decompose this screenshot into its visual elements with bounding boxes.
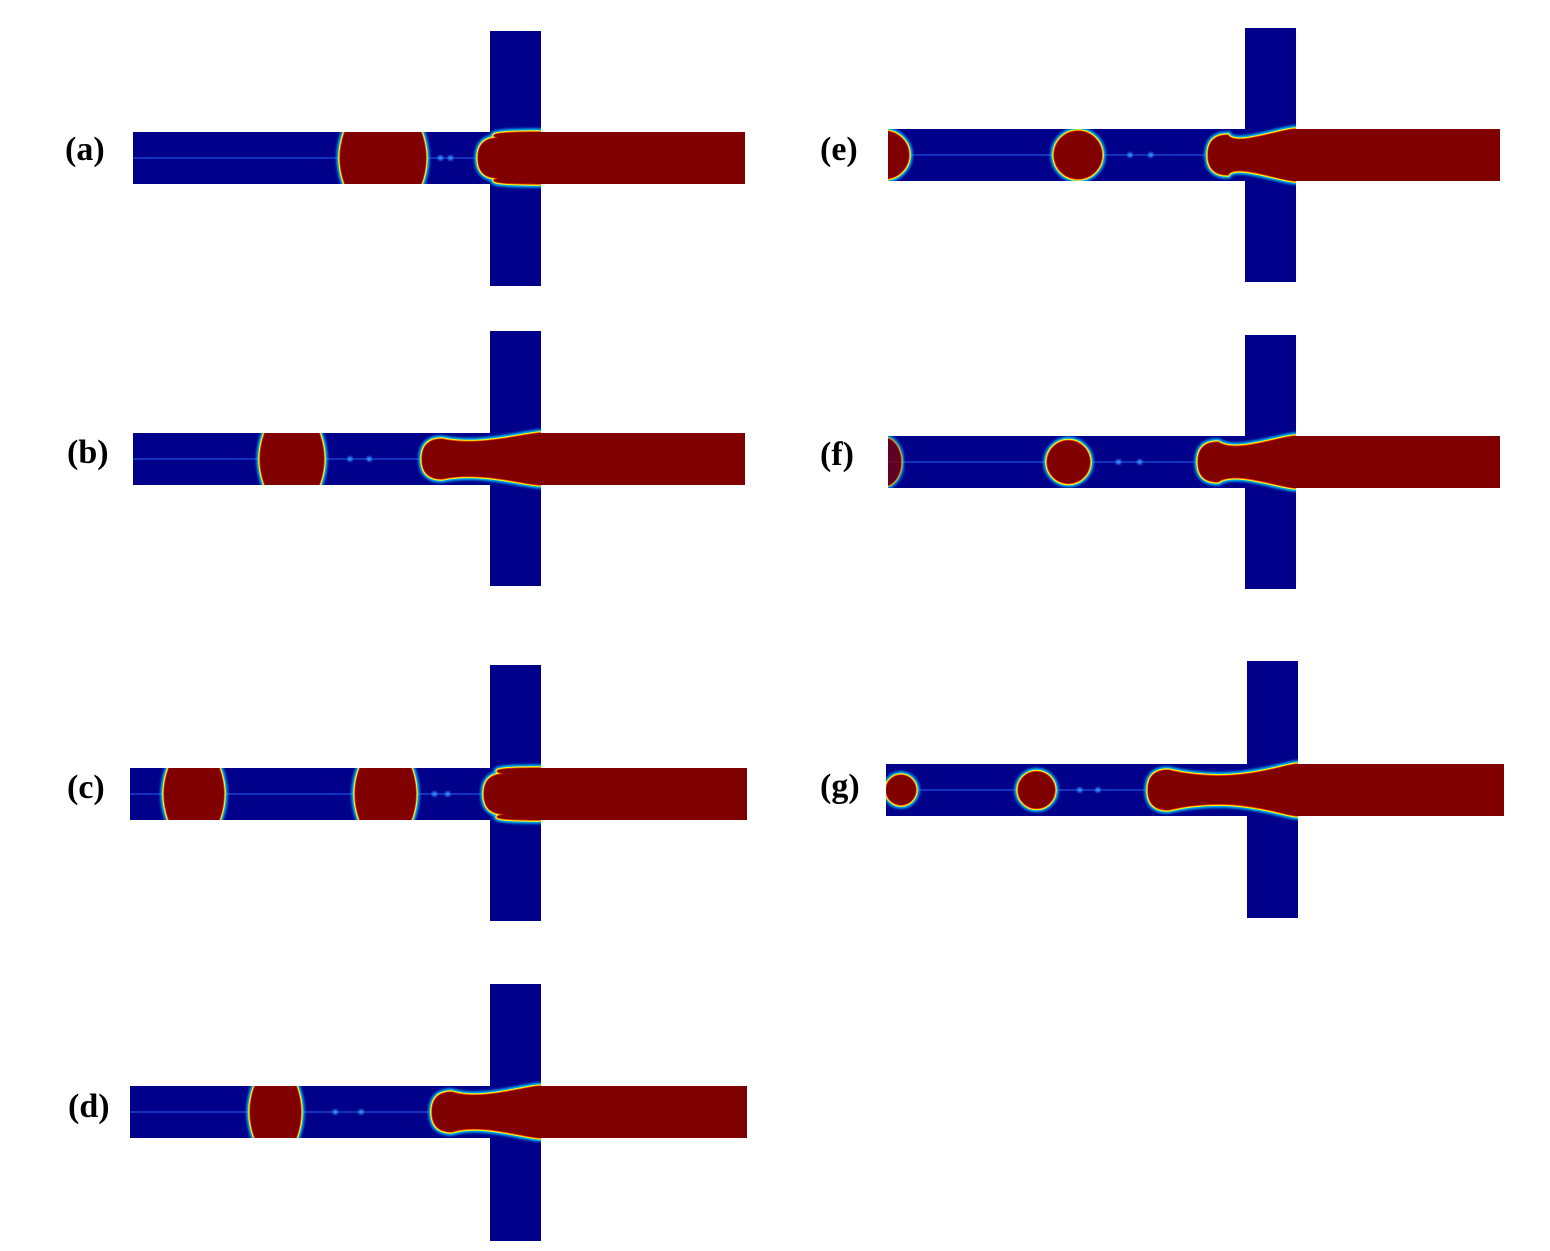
panel-label-e: (e) bbox=[820, 131, 858, 168]
dispersed-phase-finger bbox=[474, 128, 745, 188]
satellite-dot bbox=[332, 1109, 338, 1115]
dispersed-phase-finger bbox=[428, 1082, 747, 1142]
panel-c bbox=[130, 665, 747, 921]
panel-b bbox=[133, 331, 745, 586]
panel-a bbox=[133, 31, 745, 286]
droplet bbox=[1050, 127, 1106, 183]
droplet bbox=[1043, 437, 1094, 487]
satellite-dot bbox=[1137, 459, 1143, 465]
droplet bbox=[1014, 768, 1059, 812]
panel-label-b: (b) bbox=[67, 434, 109, 471]
satellite-dot bbox=[448, 155, 453, 161]
panel-e bbox=[888, 28, 1500, 282]
panel-label-f: (f) bbox=[820, 436, 854, 473]
droplet bbox=[246, 1079, 305, 1145]
satellite-dot bbox=[1095, 787, 1101, 793]
dispersed-phase-finger bbox=[1194, 432, 1500, 492]
droplet bbox=[160, 761, 228, 827]
panel-g bbox=[886, 661, 1504, 918]
dispersed-phase-finger bbox=[1144, 760, 1504, 820]
satellite-dot bbox=[445, 791, 451, 797]
satellite-dot bbox=[1127, 152, 1133, 158]
droplet bbox=[351, 761, 420, 827]
dispersed-phase-finger bbox=[1204, 125, 1500, 185]
panel-f bbox=[888, 335, 1500, 589]
droplet bbox=[888, 127, 913, 183]
satellite-dot bbox=[358, 1109, 364, 1115]
panel-label-g: (g) bbox=[820, 768, 860, 805]
satellite-dot bbox=[1077, 787, 1083, 793]
panel-d bbox=[130, 984, 747, 1241]
panel-label-c: (c) bbox=[67, 769, 105, 806]
panel-label-d: (d) bbox=[68, 1088, 110, 1125]
droplet bbox=[888, 434, 905, 490]
droplet bbox=[256, 426, 328, 492]
droplet bbox=[886, 771, 920, 809]
satellite-dot bbox=[1116, 459, 1121, 465]
satellite-dot bbox=[1148, 152, 1154, 158]
satellite-dot bbox=[438, 155, 443, 161]
satellite-dot bbox=[366, 456, 372, 462]
satellite-dot bbox=[432, 791, 437, 797]
dispersed-phase-finger bbox=[480, 764, 747, 824]
dispersed-phase-finger bbox=[418, 429, 745, 489]
panel-label-a: (a) bbox=[65, 131, 105, 168]
satellite-dot bbox=[347, 456, 353, 462]
droplet bbox=[336, 125, 430, 191]
